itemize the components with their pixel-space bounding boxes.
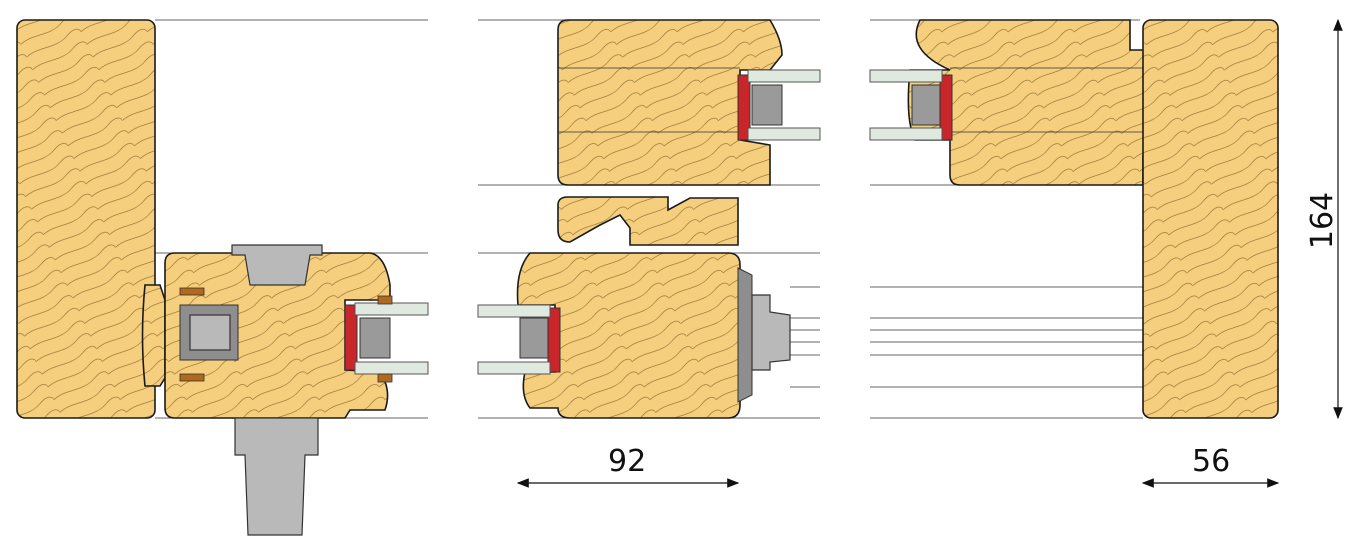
- gasket: [179, 373, 205, 382]
- sash-wood: [164, 252, 391, 419]
- hinge-pin: [189, 314, 231, 351]
- handle-base: [751, 294, 791, 371]
- right-section: [869, 19, 1279, 419]
- glass-pane: [354, 361, 429, 375]
- frame-wood: [1142, 19, 1279, 419]
- middle-section: [477, 19, 821, 419]
- handle: [234, 417, 319, 536]
- dimension-label-56: 56: [1192, 444, 1231, 479]
- frame-wood: [16, 19, 156, 419]
- bead-wood: [141, 284, 166, 387]
- upper-sash-wood: [557, 19, 783, 186]
- glazing-seal: [344, 304, 358, 371]
- glass-spacer: [911, 84, 941, 126]
- glass-spacer: [751, 84, 783, 126]
- glass-spacer: [359, 317, 391, 359]
- glass-pane: [477, 361, 551, 375]
- gasket: [377, 373, 393, 383]
- glass-pane: [869, 127, 943, 141]
- gasket: [179, 287, 205, 296]
- dimension-label-164: 164: [1305, 191, 1341, 250]
- glass-pane: [747, 69, 821, 83]
- dimension-label-92: 92: [608, 444, 647, 479]
- glass-pane: [354, 302, 429, 316]
- gasket: [377, 295, 393, 305]
- hardware-channel: [231, 244, 323, 286]
- glass-spacer: [519, 317, 549, 359]
- left-jamb-section: [16, 19, 429, 536]
- espagnolette: [737, 267, 753, 403]
- glass-pane: [869, 69, 943, 83]
- glass-pane: [747, 127, 821, 141]
- glass-pane: [477, 304, 551, 318]
- glazing-seal: [737, 74, 751, 141]
- meeting-rail-wood: [557, 196, 739, 246]
